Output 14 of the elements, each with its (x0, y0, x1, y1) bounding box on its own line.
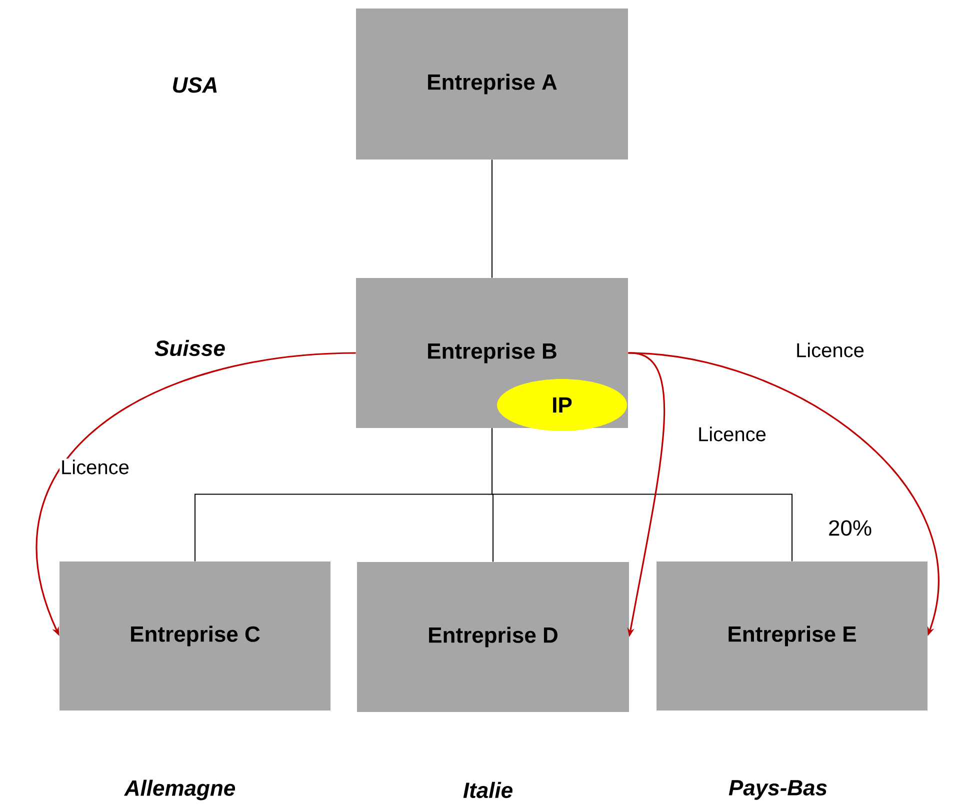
country-label: USA (173, 77, 217, 93)
company-box: Entreprise C (60, 562, 330, 710)
edge-label: Licence (696, 426, 768, 442)
company-box: Entreprise E (656, 562, 928, 710)
company-box: Entreprise A (356, 8, 628, 160)
company-box: Entreprise D (357, 562, 629, 712)
connector-line (492, 428, 793, 562)
country-label: Pays-Bas (728, 780, 827, 800)
country-label: Suisse (154, 340, 225, 356)
edge-label: Licence (794, 342, 866, 358)
country-label: Italie (463, 782, 512, 798)
edge-label: Licence (60, 458, 130, 476)
percentage-label: 20% (829, 520, 872, 536)
country-label: Allemagne (124, 780, 236, 800)
